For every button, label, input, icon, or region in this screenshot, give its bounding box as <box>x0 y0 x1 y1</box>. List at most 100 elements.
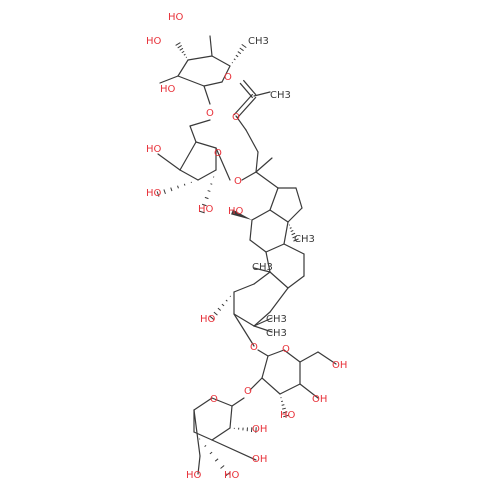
bond <box>265 251 271 273</box>
bond <box>203 81 223 87</box>
bond <box>261 377 281 395</box>
bond <box>249 239 267 253</box>
atom-label-sug2-ring-o: O <box>214 148 222 159</box>
bond <box>255 151 259 173</box>
bond <box>177 75 205 87</box>
hashed-bond <box>221 303 225 307</box>
hashed-bond <box>282 411 288 414</box>
hashed-bond <box>156 191 160 197</box>
hashed-bond <box>204 445 207 447</box>
bond <box>255 171 279 189</box>
bond <box>295 187 303 209</box>
atom-label-ketone-o: O <box>232 112 240 123</box>
hashed-bond <box>183 183 186 186</box>
bond <box>193 409 201 457</box>
atom-label-sug3-ch2oh: OH <box>332 360 347 371</box>
bond <box>235 115 247 131</box>
hashed-bond <box>177 45 182 49</box>
atom-label-sug4-ch2oh: HO <box>186 470 202 481</box>
ketone-double-bond <box>233 93 253 116</box>
bond <box>189 125 197 143</box>
hashed-bond <box>291 232 296 236</box>
atom-label-methyl-c10: CH3 <box>252 262 273 273</box>
bond <box>251 209 271 221</box>
hashed-bond <box>229 295 232 298</box>
bond <box>215 147 231 181</box>
bond <box>193 397 213 411</box>
hashed-bond <box>239 47 244 52</box>
atom-label-methyl-c4b: CH3 <box>266 328 287 339</box>
bond <box>253 91 271 97</box>
hashed-bond <box>181 50 185 54</box>
atom-label-sug3-ring-o: O <box>282 344 290 355</box>
bond <box>211 397 233 407</box>
atom-label-link-o-2: O <box>244 386 252 397</box>
hashed-bond <box>198 438 201 440</box>
bond <box>249 219 253 241</box>
hashed-bond <box>290 229 294 233</box>
bond <box>229 405 233 429</box>
atom-label-sug1-methyl: CH3 <box>248 36 269 47</box>
atom-label-sug2-oh-a: HO <box>146 144 162 155</box>
hashed-bond <box>163 189 166 195</box>
atom-label-sug4-ring-o: O <box>210 394 218 405</box>
bond <box>299 351 319 363</box>
bond <box>253 325 273 333</box>
hashed-bond <box>207 190 211 192</box>
atom-label-sug3-oh-b: HO <box>280 410 296 421</box>
alkene-double-bond <box>239 82 253 99</box>
bond <box>159 75 179 84</box>
bond <box>265 243 285 253</box>
hashed-bond <box>220 465 225 469</box>
bond <box>299 383 319 399</box>
atom-label-sug4-oh-a: OH <box>252 424 267 435</box>
atom-label-sug1-oh-c: HO <box>160 84 176 95</box>
bond <box>255 157 273 173</box>
atom-label-glycosidic-o-c3: O <box>250 342 258 353</box>
hashed-bond <box>199 210 205 214</box>
hashed-bond <box>237 51 242 55</box>
alkene-double-bond <box>243 79 257 96</box>
bond <box>177 59 189 77</box>
hashed-bond <box>183 53 186 56</box>
hashed-bond <box>293 238 299 242</box>
bond <box>197 169 217 181</box>
bond <box>267 349 285 357</box>
hashed-bond <box>175 42 181 46</box>
bond <box>287 207 303 223</box>
bond <box>261 355 269 379</box>
hashed-bond <box>235 54 239 58</box>
bond <box>283 349 301 363</box>
bond <box>257 349 269 357</box>
bond <box>189 119 211 127</box>
bond <box>211 439 257 461</box>
atom-label-sug1-oh-a: HO <box>168 12 184 23</box>
bond <box>179 169 199 181</box>
bond <box>221 65 231 83</box>
bond <box>245 129 259 153</box>
bond <box>233 283 255 293</box>
bond <box>197 455 201 475</box>
bond <box>233 313 255 347</box>
bond <box>249 377 263 391</box>
bond <box>283 221 289 245</box>
hashed-bond <box>281 404 285 406</box>
hashed-bond <box>225 299 228 302</box>
hashed-bond <box>201 203 207 207</box>
hashed-bond <box>170 187 173 192</box>
atom-label-sug4-oh-c: HO <box>224 470 240 481</box>
atom-label-methyl-side: CH3 <box>270 90 291 101</box>
hashed-bond <box>283 414 289 418</box>
atom-label-sug1-ring-o: O <box>224 72 232 83</box>
hashed-bond <box>213 311 218 316</box>
hashed-bond <box>209 451 213 455</box>
atom-label-sug1-oh-b: HO <box>146 36 162 47</box>
bond <box>211 427 231 441</box>
bond <box>287 275 305 289</box>
bond <box>209 35 213 57</box>
bond <box>279 383 301 395</box>
hashed-bond <box>282 407 286 410</box>
bond <box>195 141 217 149</box>
c12-oh-wedge <box>231 209 252 220</box>
